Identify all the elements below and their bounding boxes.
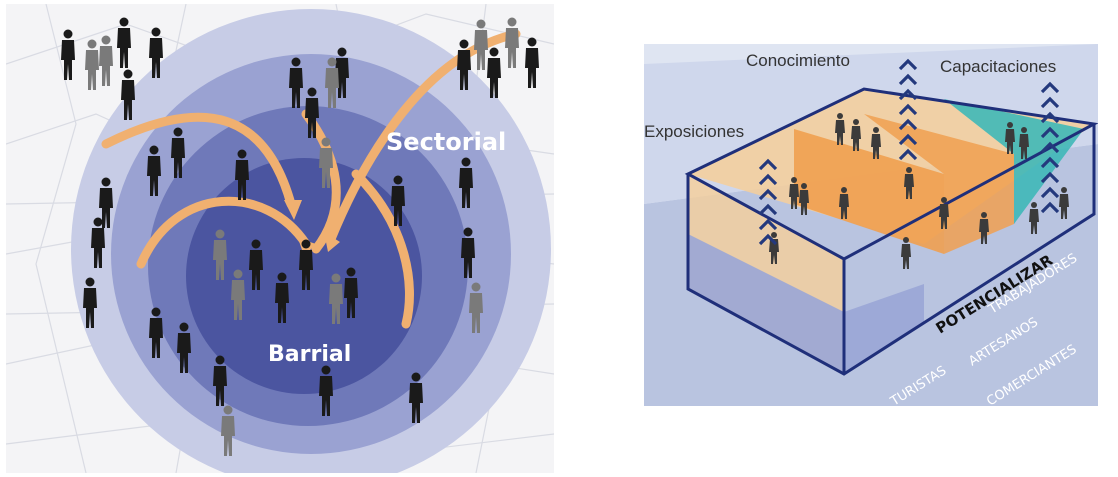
- concentric-scale-diagram: Sectorial Barrial: [6, 4, 554, 473]
- exposiciones-label: Exposiciones: [644, 122, 744, 141]
- arrow-top-left: [101, 112, 296, 209]
- chevrons-capacitaciones: [1040, 81, 1060, 214]
- box-lower-purple: [688, 234, 924, 374]
- arrow-left: [136, 196, 311, 269]
- concentric-scale-svg: Sectorial Barrial: [6, 4, 554, 473]
- orange-block-mid: [864, 114, 1014, 254]
- box-outline: [684, 87, 1098, 376]
- chevrons-conocimiento: [898, 58, 918, 161]
- conocimiento-label: Conocimiento: [746, 51, 850, 70]
- potentiate-box-diagram: Conocimiento Capacitaciones Exposiciones…: [644, 44, 1098, 406]
- orange-block-left: [794, 129, 944, 254]
- barrial-label: Barrial: [268, 342, 351, 367]
- capacitaciones-label: Capacitaciones: [940, 57, 1056, 76]
- arrow-right: [351, 169, 414, 329]
- chevrons-exposiciones: [758, 158, 778, 246]
- sectorial-label: Sectorial: [386, 128, 506, 156]
- potentiate-box-svg: Conocimiento Capacitaciones Exposiciones…: [644, 44, 1098, 406]
